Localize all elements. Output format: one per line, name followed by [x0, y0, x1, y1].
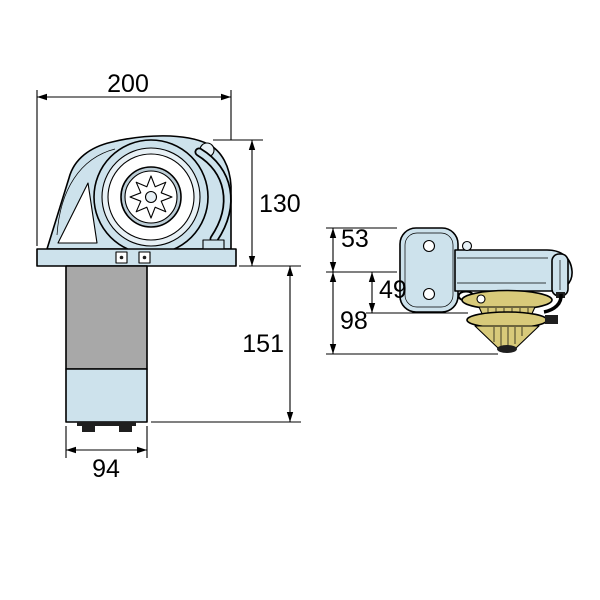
dimension-label-deck-to-center: 53 — [341, 225, 369, 253]
capstan-cone-hatching — [493, 327, 523, 347]
flange-bolt-hole-top — [422, 239, 436, 253]
bolt-dot-right — [142, 255, 147, 260]
dimension-label-center-to-bottom: 98 — [340, 307, 368, 335]
gypsy-center-bolt — [144, 190, 158, 204]
chain-guide-hook — [543, 293, 563, 314]
motor-foot-right — [119, 426, 132, 432]
flange-inner-contour — [404, 232, 454, 308]
gusset-triangle — [57, 182, 98, 244]
arm-cover-bolt — [461, 240, 473, 252]
dimension-label-center-to-gypsy: 49 — [379, 276, 407, 304]
side-view-dimensions: 53 49 98 — [326, 225, 498, 355]
capstan-bottom-tip — [497, 345, 517, 353]
dimension-label-upper-height: 130 — [259, 190, 301, 218]
capstan-top-pin — [476, 294, 486, 304]
front-view-dimensions: 200 130 151 94 — [36, 70, 301, 483]
lever-foot — [202, 239, 225, 250]
capstan-cone — [474, 325, 540, 349]
housing-inner-contour — [56, 148, 116, 236]
capstan-side-nut — [545, 315, 558, 324]
front-view — [36, 135, 237, 432]
motor-housing — [65, 265, 148, 370]
motor-end-cap — [65, 368, 148, 423]
motor-foot-left — [82, 426, 95, 432]
motor-base-strip — [77, 422, 136, 426]
bolt-dot-left — [119, 255, 124, 260]
dimension-label-lower-height: 151 — [242, 330, 284, 358]
deck-base-plate — [36, 248, 237, 267]
side-view — [399, 227, 573, 353]
dimension-label-overall-width: 200 — [107, 70, 149, 98]
dimension-label-motor-width: 94 — [92, 455, 120, 483]
flange-bolt-hole-bottom — [422, 287, 436, 301]
chain-stripper-lever — [196, 149, 230, 242]
